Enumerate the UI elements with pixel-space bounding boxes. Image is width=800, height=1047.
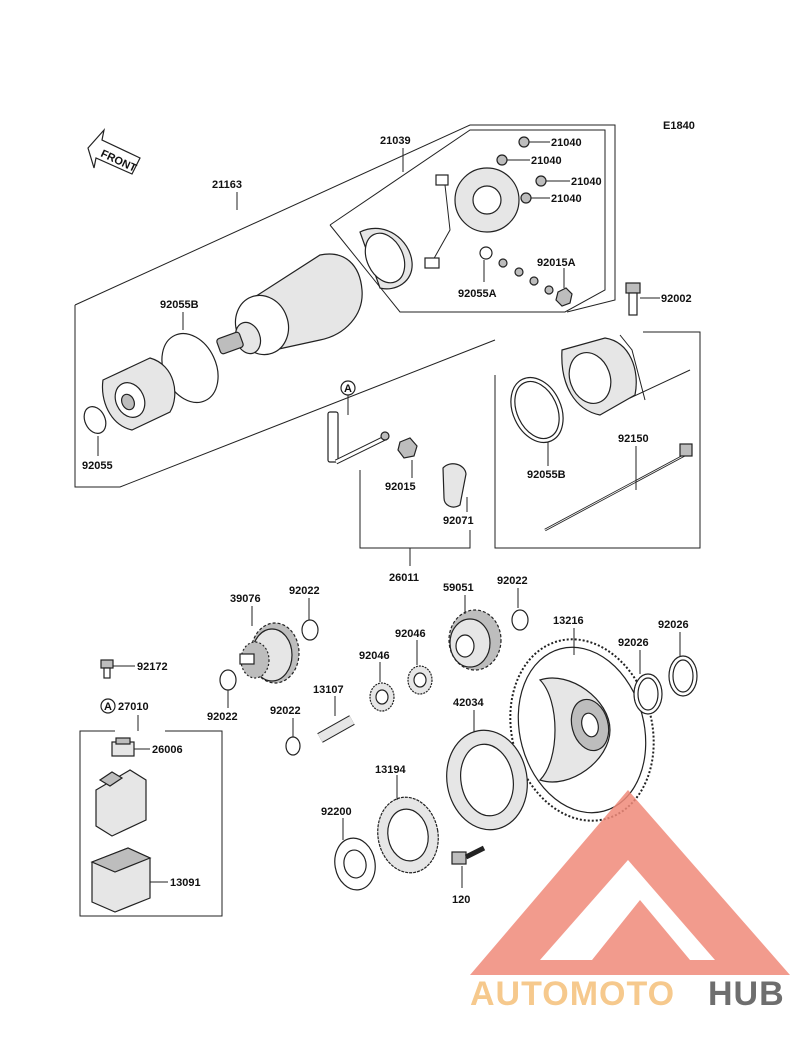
front-arrow-icon: FRONT [87,127,141,175]
part-92200-label: 92200 [321,806,352,818]
part-92055A-label: 92055A [458,288,497,300]
part-92046-b-label: 92046 [395,628,426,640]
relay-group-outline [79,730,223,917]
washer-92022-b [511,609,529,631]
watermark-text-main: AUTOMOTO [470,975,675,1013]
nut-92015 [397,437,418,459]
part-26006-label: 26006 [152,744,183,756]
part-92022-c-label: 92022 [207,711,238,723]
part-26011-label: 26011 [389,572,419,584]
part-92172-label: 92172 [137,661,168,673]
lead-group-outline [359,470,471,549]
shaft-13107 [317,715,355,743]
bolt-92150 [544,443,693,532]
part-21163-label: 21163 [212,179,242,191]
one-way-clutch-13194 [377,796,439,874]
starter-motor-body [216,253,363,356]
cap-92071 [442,463,467,508]
part-92015A-label: 92015A [537,257,576,269]
part-13091-label: 13091 [170,877,201,889]
part-21039-label: 21039 [380,135,411,147]
part-13216-label: 13216 [553,615,584,627]
starter-terminal-lead [327,411,390,465]
part-92150-label: 92150 [618,433,649,445]
part-21040-c-label: 21040 [571,176,602,188]
part-92026-a-label: 92026 [618,637,649,649]
drawing-code: E1840 [663,120,695,132]
part-92022-d-label: 92022 [270,705,301,717]
bolt-120 [451,845,486,865]
gear-59051 [448,609,502,671]
part-92055B-right-label: 92055B [527,469,566,481]
part-21040-b-label: 21040 [531,155,562,167]
part-92055B-top-label: 92055B [160,299,199,311]
part-59051-label: 59051 [443,582,474,594]
nut-92015A [555,287,573,307]
rear-cover [561,337,691,416]
front-housing [101,357,176,431]
part-92002-label: 92002 [661,293,692,305]
oring-92055 [83,406,107,434]
part-92026-b-label: 92026 [658,619,689,631]
part-21040-a-label: 21040 [551,137,582,149]
part-92071-label: 92071 [443,515,474,527]
part-92015-label: 92015 [385,481,416,493]
part-13194-label: 13194 [375,764,406,776]
fuse-26006 [111,737,135,757]
brush-group-outline [329,129,606,313]
right-cover-group-outline [494,331,701,549]
part-92022-a-label: 92022 [289,585,320,597]
part-39076-label: 39076 [230,593,261,605]
automotohub-watermark: AUTOMOTO HUB [470,790,790,1013]
oring-92055A [479,246,493,260]
bolt-92002 [625,282,641,316]
gear-39076 [239,622,300,684]
part-21040-d-label: 21040 [551,193,582,205]
starter-relay [95,769,147,837]
starter-clutch-gear-13216 [509,638,655,822]
nut-21040-set [496,136,570,204]
brush-plate [424,167,520,269]
ref-marker-a-bottom [100,698,116,714]
relay-cover-13091 [90,847,152,913]
part-92046-a-label: 92046 [359,650,390,662]
starter-group-outline [74,124,616,313]
watermark-text-accent: HUB [708,975,785,1013]
part-27010-label: 27010 [118,701,149,713]
part-92055-label: 92055 [82,460,113,472]
washer-92022-d [285,736,301,756]
flange-42034 [446,729,528,831]
part-120-label: 120 [452,894,470,906]
svg-text:A: A [344,383,352,395]
screw-92172 [100,659,114,679]
svg-text:A: A [104,701,112,713]
washer-92022-c [219,669,237,691]
part-13107-label: 13107 [313,684,344,696]
part-92022-b-label: 92022 [497,575,528,587]
washer-92022-a [301,619,319,641]
part-42034-label: 42034 [453,697,484,709]
